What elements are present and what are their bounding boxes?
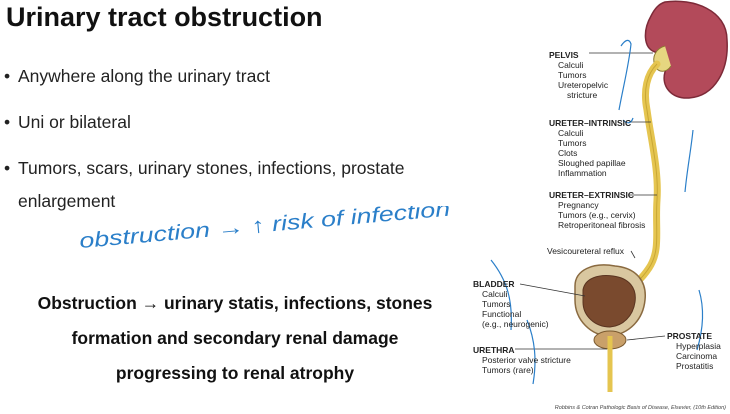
label-pelvis: PELVIS Calculi Tumors Ureteropelvic stri… [549,50,609,100]
label-vesicoureteral-reflux: Vesicoureteral reflux [547,246,625,256]
handwritten-note: obstruction → ↑ risk of infection [80,206,451,253]
bullet-text: Anywhere along the urinary tract [18,66,270,86]
handwritten-annotation: obstruction → ↑ risk of infection [80,206,451,253]
slide-title: Urinary tract obstruction [6,2,323,32]
label-ureter-intrinsic: URETER–INTRINSIC Calculi Tumors Clots Sl… [549,118,632,178]
conclusion-line: formation and secondary renal damage [71,328,399,348]
bullet-list: Anywhere along the urinary tract Uni or … [4,64,474,235]
kidney-shape [644,0,728,99]
bladder-wall [582,275,636,328]
conclusion-line: progressing to renal atrophy [115,363,355,383]
label-bladder: BLADDER Calculi Tumors Functional (e.g.,… [473,279,549,329]
bullet-item: Anywhere along the urinary tract [4,64,474,89]
bullet-text: Tumors, scars, urinary stones, infection… [18,158,405,178]
image-credit: Robbins & Cotran Pathologic Basis of Dis… [554,405,726,411]
urinary-tract-diagram: PELVIS Calculi Tumors Ureteropelvic stri… [465,0,730,414]
bullet-text: Uni or bilateral [18,112,131,132]
conclusion-line: Obstruction → urinary statis, infections… [37,293,433,313]
bullet-item: Uni or bilateral [4,110,474,135]
bullet-item: Tumors, scars, urinary stones, infection… [4,156,474,214]
label-prostate: PROSTATE Hyperplasia Carcinoma Prostatit… [667,331,721,371]
bullet-text-continued: enlargement [18,191,116,211]
label-urethra: URETHRA Posterior valve stricture Tumors… [473,345,571,375]
urinary-tract-illustration [490,0,728,392]
label-ureter-extrinsic: URETER–EXTRINSIC Pregnancy Tumors (e.g.,… [549,190,646,230]
conclusion-statement: Obstruction → urinary statis, infections… [0,286,470,391]
